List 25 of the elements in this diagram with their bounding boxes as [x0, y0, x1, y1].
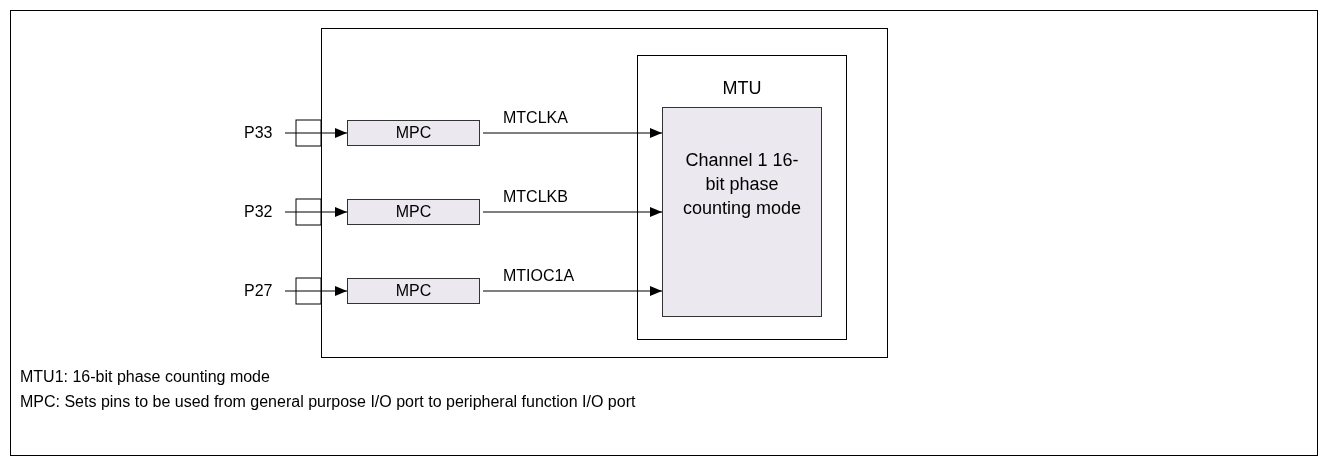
pin-label: P32: [244, 202, 274, 222]
arrow: [284, 286, 348, 296]
arrow: [482, 286, 663, 296]
chip-box: [321, 28, 888, 358]
function-box: [347, 120, 480, 146]
channel-box: [662, 107, 822, 317]
module-title: MTU: [721, 78, 763, 98]
signal-label: MTCLKA: [503, 109, 568, 127]
function-label: MPC: [394, 202, 433, 222]
footnote: MTU1: 16-bit phase counting mode: [20, 368, 270, 386]
footnote: MPC: Sets pins to be used from general purpose I/O port to peripheral function I/O port: [20, 393, 636, 411]
signal-label: MTCLKB: [503, 188, 568, 206]
arrow: [284, 207, 348, 217]
arrow: [482, 128, 663, 138]
arrow: [284, 128, 348, 138]
pin-label: P27: [244, 281, 274, 301]
function-box: [347, 278, 480, 304]
signal-label: MTIOC1A: [503, 267, 575, 285]
function-label: MPC: [394, 281, 433, 301]
pin-label: P33: [244, 123, 274, 143]
module-box: [637, 55, 847, 340]
channel-label: Channel 1 16-bit phase counting mode: [681, 149, 803, 220]
arrow: [482, 207, 663, 217]
function-box: [347, 199, 480, 225]
function-label: MPC: [394, 123, 433, 143]
